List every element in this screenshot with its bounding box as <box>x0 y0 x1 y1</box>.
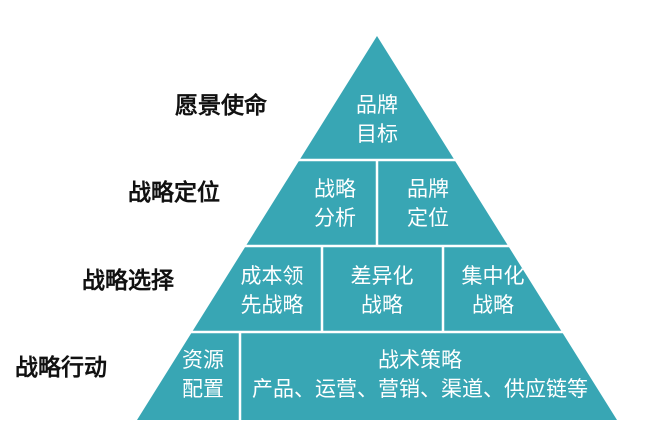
cell-tactics-line2: 产品、运营、营销、渠道、供应链等 <box>252 376 588 401</box>
cell-strategy-analysis: 战略 分析 <box>295 175 375 233</box>
cell-cost-leadership-line2: 先战略 <box>240 292 304 317</box>
cell-brand-goal-line2: 目标 <box>356 121 398 146</box>
cell-focus: 集中化 战略 <box>443 262 543 320</box>
cell-resource-allocation-line2: 配置 <box>182 376 224 401</box>
cell-resource-allocation: 资源 配置 <box>168 346 238 404</box>
cell-strategy-analysis-line1: 战略 <box>314 177 356 201</box>
cell-differentiation-line2: 战略 <box>361 292 403 317</box>
cell-brand-goal: 品牌 目标 <box>337 91 417 149</box>
cell-cost-leadership: 成本领 先战略 <box>222 262 322 320</box>
cell-strategy-analysis-line2: 分析 <box>314 205 356 230</box>
cell-resource-allocation-line1: 资源 <box>182 348 224 372</box>
level-label-strategic-action: 战略行动 <box>15 355 107 381</box>
cell-differentiation-line1: 差异化 <box>350 264 414 288</box>
level-label-vision-mission: 愿景使命 <box>175 93 267 119</box>
level-label-strategic-choice: 战略选择 <box>82 268 174 294</box>
cell-brand-positioning-line1: 品牌 <box>407 177 449 201</box>
cell-cost-leadership-line1: 成本领 <box>240 264 304 288</box>
cell-tactics-line1: 战术策略 <box>378 348 462 372</box>
cell-brand-positioning: 品牌 定位 <box>388 175 468 233</box>
level-label-strategic-positioning: 战略定位 <box>128 180 220 206</box>
cell-brand-positioning-line2: 定位 <box>407 205 449 230</box>
cell-tactics: 战术策略 产品、运营、营销、渠道、供应链等 <box>240 346 600 404</box>
cell-focus-line2: 战略 <box>472 292 514 317</box>
cell-brand-goal-line1: 品牌 <box>356 93 398 117</box>
cell-focus-line1: 集中化 <box>461 264 525 288</box>
cell-differentiation: 差异化 战略 <box>332 262 432 320</box>
